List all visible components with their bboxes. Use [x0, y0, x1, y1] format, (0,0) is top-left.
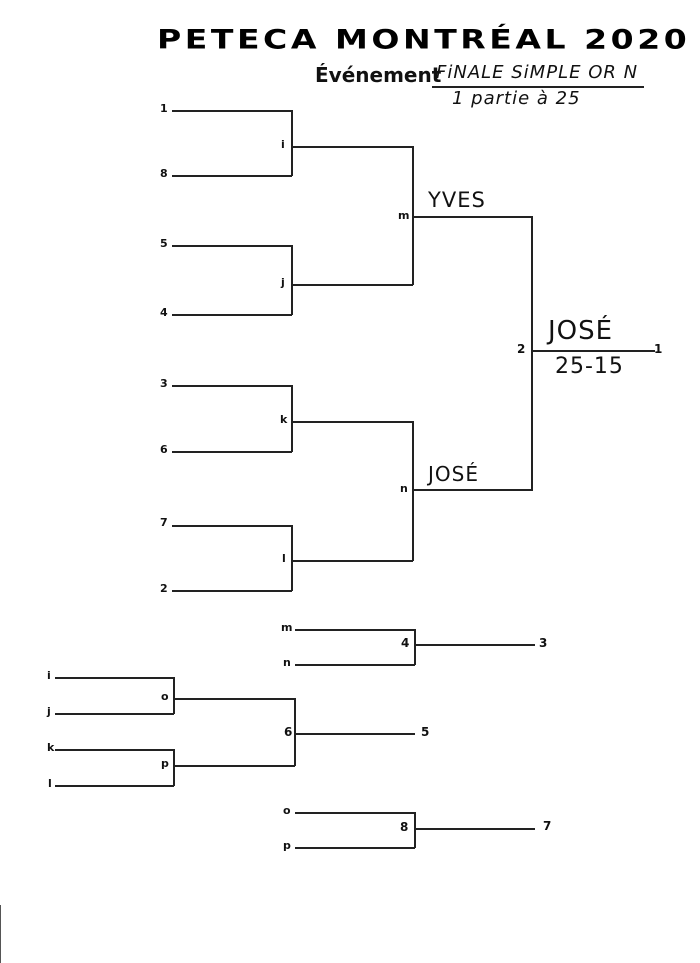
event-value-line2: 1 partie à 25	[452, 88, 581, 109]
match-label-j: j	[281, 276, 285, 289]
seed-line	[172, 385, 292, 387]
match-line-i	[291, 146, 413, 148]
bracket-connector	[412, 146, 414, 285]
seed-label: 3	[160, 377, 168, 390]
match-line-m	[412, 216, 533, 218]
seed-label: 2	[160, 582, 168, 595]
input-label: j	[47, 705, 51, 718]
rank-label: 5	[421, 725, 430, 739]
bracket-connector	[414, 629, 416, 665]
seed-label: 5	[160, 237, 168, 250]
final-label: 2	[517, 342, 526, 356]
winner-rank: 1	[654, 342, 663, 356]
bracket-connector	[173, 749, 175, 786]
input-label: i	[47, 669, 51, 682]
input-line	[295, 847, 415, 849]
match-label-o: o	[161, 690, 169, 703]
match-label: 4	[401, 636, 410, 650]
input-line	[295, 629, 415, 631]
match-line-n	[412, 489, 533, 491]
seed-line	[172, 175, 292, 177]
seed-label: 4	[160, 306, 168, 319]
match-label: 6	[284, 725, 293, 739]
input-line	[295, 664, 415, 666]
input-label: m	[281, 621, 293, 634]
final-score: 25-15	[555, 354, 624, 379]
match-label-n: n	[400, 482, 408, 495]
input-line	[55, 749, 174, 751]
seed-label: 7	[160, 516, 168, 529]
event-value-line1: FiNALE SiMPLE OR N	[436, 62, 639, 83]
seed-line	[172, 590, 292, 592]
champion-name: JOSÉ	[548, 316, 614, 346]
match-label-l: l	[282, 552, 286, 565]
match-line	[414, 644, 535, 646]
bracket-connector	[294, 698, 296, 766]
match-line-o	[173, 698, 295, 700]
seed-label: 6	[160, 443, 168, 456]
input-label: p	[283, 839, 291, 852]
bracket-connector	[291, 245, 293, 315]
match-label-p: p	[161, 757, 169, 770]
seed-label: 8	[160, 167, 168, 180]
match-line-k	[291, 421, 413, 423]
input-line	[55, 677, 174, 679]
input-line	[55, 785, 174, 787]
rank-label: 7	[543, 819, 552, 833]
bracket-connector	[531, 216, 533, 490]
seed-line	[172, 525, 292, 527]
match-line-p	[173, 765, 295, 767]
final-line	[531, 350, 655, 352]
seed-label: 1	[160, 102, 168, 115]
rank-label: 3	[539, 636, 548, 650]
match-label-i: i	[281, 138, 285, 151]
input-line	[55, 713, 174, 715]
match-label-m: m	[398, 209, 410, 222]
bracket-connector	[412, 421, 414, 561]
match-label: 8	[400, 820, 409, 834]
input-label: n	[283, 656, 291, 669]
event-label: Événement	[315, 63, 442, 87]
bracket-connector	[291, 525, 293, 591]
seed-line	[172, 314, 292, 316]
seed-line	[172, 110, 292, 112]
bracket-connector	[173, 677, 175, 714]
input-label: k	[47, 741, 55, 754]
semi-winner-bottom: JOSÉ	[428, 462, 479, 486]
event-underline	[432, 86, 644, 88]
page-title: PETECA MONTRÉAL 2020	[157, 24, 691, 56]
input-label: o	[283, 804, 291, 817]
semi-winner-top: YVES	[428, 188, 486, 212]
match-line-l	[291, 560, 413, 562]
seed-line	[172, 245, 292, 247]
match-line	[294, 733, 415, 735]
match-line-j	[291, 284, 413, 286]
bracket-connector	[291, 385, 293, 452]
input-label: l	[48, 777, 52, 790]
match-line	[414, 828, 535, 830]
input-line	[295, 812, 415, 814]
seed-line	[172, 451, 292, 453]
scan-edge-artifact	[0, 905, 1, 963]
bracket-connector	[414, 812, 416, 848]
match-label-k: k	[280, 413, 288, 426]
bracket-connector	[291, 110, 293, 176]
